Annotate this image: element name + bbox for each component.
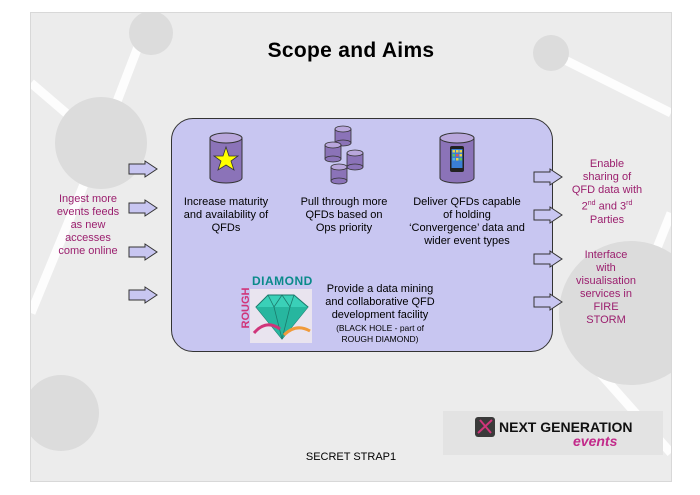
stacked-databases-icon [324, 125, 364, 185]
logo-line1: NEXT GENERATION [499, 419, 633, 435]
right-arrow-4 [533, 293, 563, 311]
diamond-gem-icon [250, 289, 312, 343]
right-arrow-2 [533, 206, 563, 224]
classification-footer: SECRET STRAP1 [305, 451, 397, 463]
left-arrow-4 [128, 286, 158, 304]
item1-text: Increase maturity and availability of QF… [183, 196, 269, 234]
rough-diamond-logo: DIAMOND ROUGH [236, 274, 326, 346]
slide-title: Scope and Aims [267, 39, 435, 62]
background-network-graphic [31, 13, 671, 456]
right-arrow-3 [533, 250, 563, 268]
database-star-icon [209, 132, 243, 184]
ingest-text: Ingest more events feeds as new accesses… [56, 193, 120, 257]
interface-text: Interface with visualisation services in… [576, 249, 636, 326]
logo-line2: events [573, 433, 618, 449]
item3-text: Deliver QFDs capable of holding ‘Converg… [409, 196, 525, 247]
right-arrow-1 [533, 168, 563, 186]
next-generation-logo: NEXT GENERATION events [443, 411, 663, 455]
item2-text: Pull through more QFDs based on Ops prio… [300, 196, 388, 234]
left-arrow-2 [128, 199, 158, 217]
diamond-main-text: Provide a data mining and collaborative … [325, 283, 435, 321]
left-arrow-3 [128, 243, 158, 261]
left-arrow-1 [128, 160, 158, 178]
sharing-text: Enable sharing of QFD data with 2nd and … [571, 158, 643, 226]
slide: Scope and Aims Ingest more events feeds … [30, 12, 672, 482]
diamond-sub-text: (BLACK HOLE - part of ROUGH DIAMOND) [336, 323, 424, 344]
database-phone-icon [439, 132, 475, 184]
